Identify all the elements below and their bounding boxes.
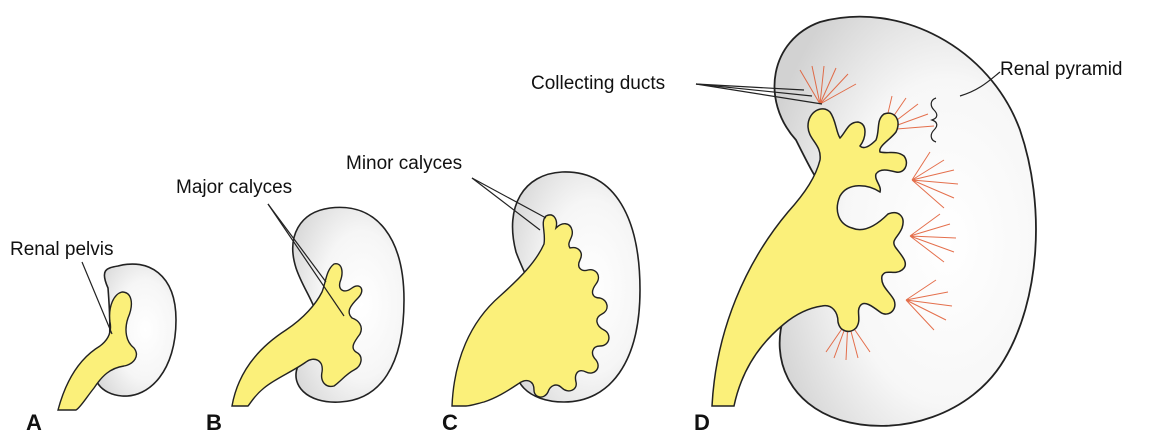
kidney-stage-d [712,17,1036,426]
panel-label-b: B [206,412,222,434]
kidney-outline-a [95,264,176,396]
panel-label-c: C [442,412,458,434]
label-renal-pelvis: Renal pelvis [10,240,114,259]
label-renal-pyramid: Renal pyramid [1000,60,1123,79]
label-major-calyces: Major calyces [176,178,292,197]
kidney-stage-a [58,264,176,410]
panel-label-d: D [694,412,710,434]
label-collecting-ducts: Collecting ducts [531,74,665,93]
kidney-stage-b [232,207,404,406]
leader-lines [82,84,822,334]
label-minor-calyces: Minor calyces [346,154,462,173]
kidney-stage-c [452,172,640,406]
panel-label-a: A [26,412,42,434]
